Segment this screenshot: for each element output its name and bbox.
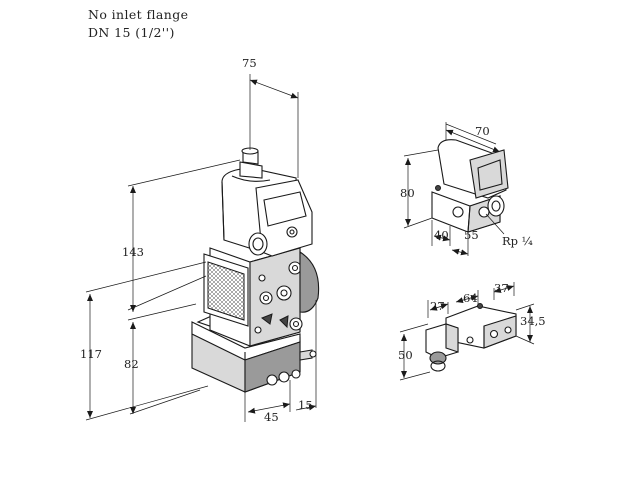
dim-37: 37 [494, 281, 509, 295]
dim-82: 82 [124, 357, 139, 371]
dim-27: 27 [430, 299, 445, 313]
dim-117: 117 [80, 347, 102, 361]
dim-70: 70 [475, 124, 490, 138]
main-valve-view [191, 147, 320, 393]
solenoid-view-top [403, 122, 509, 256]
note-no-inlet-flange: No inlet flange [88, 7, 189, 22]
dim-143: 143 [122, 245, 144, 259]
dim-50: 50 [398, 348, 413, 362]
actuator-head [221, 147, 313, 257]
dim-rp-quarter: Rp ¼ [502, 234, 533, 248]
dim-40: 40 [434, 228, 449, 242]
dim-80: 80 [400, 186, 415, 200]
valve-body [203, 247, 320, 347]
dim-15: 15 [298, 398, 313, 412]
dim-75: 75 [242, 56, 257, 70]
note-dn15: DN 15 (1/2'') [88, 25, 175, 40]
dim-64: 64 [463, 291, 478, 305]
main-dimension-lines [85, 74, 317, 422]
dim-55: 55 [464, 228, 479, 242]
dim-45: 45 [264, 410, 279, 424]
dim-34-5: 34,5 [520, 314, 546, 328]
solenoid-view-bottom [399, 282, 535, 381]
